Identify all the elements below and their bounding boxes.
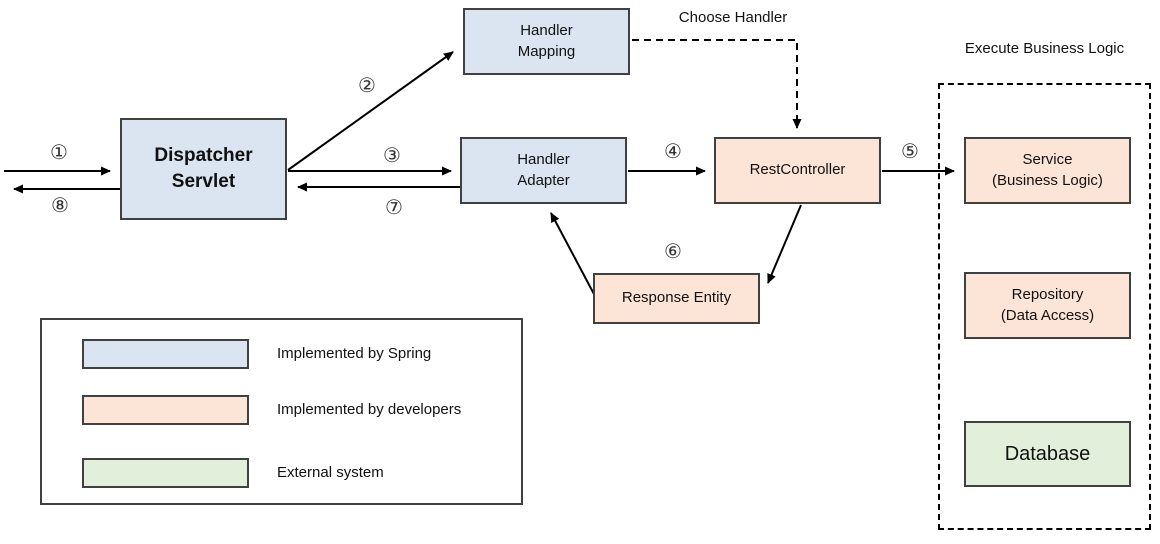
legend-label-external: External system	[277, 464, 384, 481]
step-6-badge: ⑥	[664, 241, 682, 263]
node-dispatcher-servlet: Dispatcher Servlet	[120, 118, 287, 220]
step-7-badge: ⑦	[385, 197, 403, 219]
step-3-badge: ③	[383, 145, 401, 167]
connector-restcontroller-to-response-entity	[767, 204, 802, 284]
connector-choose-handler-dashed	[632, 39, 802, 129]
node-handler-mapping: Handler Mapping	[463, 8, 630, 75]
execute-business-logic-group	[938, 83, 1151, 530]
node-restcontroller: RestController	[714, 137, 881, 204]
connector-step6-to-handler-adapter	[550, 212, 596, 297]
node-response-entity-label: Response Entity	[621, 289, 732, 307]
node-repository: Repository (Data Access)	[964, 272, 1131, 339]
connector-step2-to-handler-mapping	[287, 51, 454, 171]
node-database: Database	[964, 421, 1131, 487]
node-repository-label: Repository (Data Access)	[1000, 286, 1095, 324]
node-restcontroller-label: RestController	[749, 161, 846, 179]
legend-label-spring: Implemented by Spring	[277, 345, 432, 362]
node-dispatcher-servlet-label: Dispatcher Servlet	[154, 145, 253, 192]
step-8-badge: ⑧	[51, 195, 69, 217]
step-5-badge: ⑤	[901, 141, 919, 163]
node-service: Service (Business Logic)	[964, 137, 1131, 204]
execute-business-logic-label: Execute Business Logic	[964, 40, 1125, 57]
step-1-badge: ①	[50, 142, 68, 164]
step-2-badge: ②	[358, 75, 376, 97]
legend-label-developers: Implemented by developers	[277, 401, 462, 418]
node-handler-adapter: Handler Adapter	[460, 137, 627, 204]
legend-swatch-spring	[82, 339, 249, 369]
node-handler-mapping-label: Handler Mapping	[517, 22, 576, 60]
step-4-badge: ④	[664, 141, 682, 163]
legend-swatch-external	[82, 458, 249, 488]
legend-box: Implemented by Spring Implemented by dev…	[40, 318, 523, 505]
node-service-label: Service (Business Logic)	[992, 151, 1103, 189]
node-response-entity: Response Entity	[593, 273, 760, 324]
choose-handler-label: Choose Handler	[678, 9, 788, 26]
node-handler-adapter-label: Handler Adapter	[517, 151, 570, 189]
legend-swatch-developers	[82, 395, 249, 425]
node-database-label: Database	[1004, 442, 1091, 465]
